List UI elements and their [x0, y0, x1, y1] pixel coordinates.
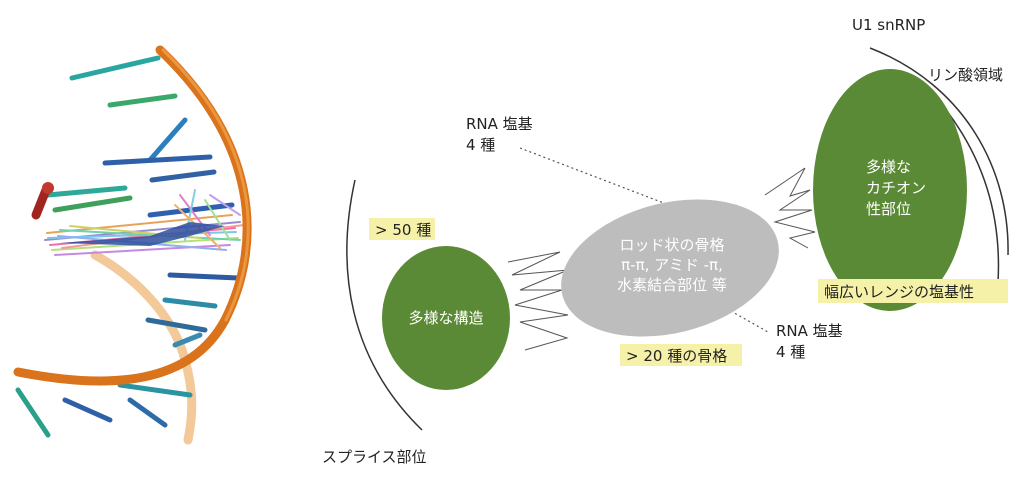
rna-bases-top-line2: 4 種 [466, 136, 495, 154]
gt20-label: > 20 種の骨格 [626, 347, 727, 365]
gt50-label: > 50 種 [375, 221, 431, 239]
backbone-label-line3: 水素結合部位 等 [617, 276, 727, 294]
phosphate-region-label: リン酸領域 [928, 66, 1003, 84]
gt20-highlight [620, 344, 742, 366]
gt50-highlight [369, 218, 435, 240]
rna-backbone-orange-highlight [161, 48, 250, 322]
red-atom [42, 182, 54, 194]
cation-label-line2: カチオン [866, 179, 926, 197]
linker-left [507, 251, 569, 351]
backbone-label-line2: π-π, アミド -π, [621, 256, 723, 274]
wide-range-label: 幅広いレンジの塩基性 [824, 283, 974, 301]
cation-label-line1: 多様な [866, 158, 911, 176]
connector-rna-bases-bottom [721, 305, 769, 333]
cation-label-line3: 性部位 [866, 200, 911, 218]
splice-site-label: スプライス部位 [322, 448, 427, 466]
rna-molecule-illustration [13, 45, 252, 445]
rna-bases-top-line1: RNA 塩基 [466, 115, 533, 133]
wide-range-highlight [818, 279, 1008, 303]
diverse-structures-label: 多様な構造 [408, 309, 483, 327]
u1-snrnp-label: U1 snRNP [852, 16, 925, 34]
red-atom-stick [31, 185, 51, 220]
cation-site-ellipse [813, 69, 967, 311]
rna-bases-bottom-line1: RNA 塩基 [776, 322, 843, 340]
base-rungs [15, 55, 241, 438]
rna-backbone-pale [90, 250, 197, 445]
rod-backbone-ellipse [561, 199, 779, 337]
connector-rna-bases-top [519, 147, 683, 211]
u1-snrnp-arc-inner [937, 99, 1000, 283]
u1-snrnp-arc-outer [869, 47, 1009, 256]
linker-right [764, 167, 816, 249]
rna-bases-bottom-line2: 4 種 [776, 343, 805, 361]
splice-site-arc [346, 179, 423, 431]
ligand-core [60, 222, 225, 246]
diverse-structures-ellipse [382, 246, 510, 390]
backbone-label-line1: ロッド状の骨格 [619, 236, 724, 254]
